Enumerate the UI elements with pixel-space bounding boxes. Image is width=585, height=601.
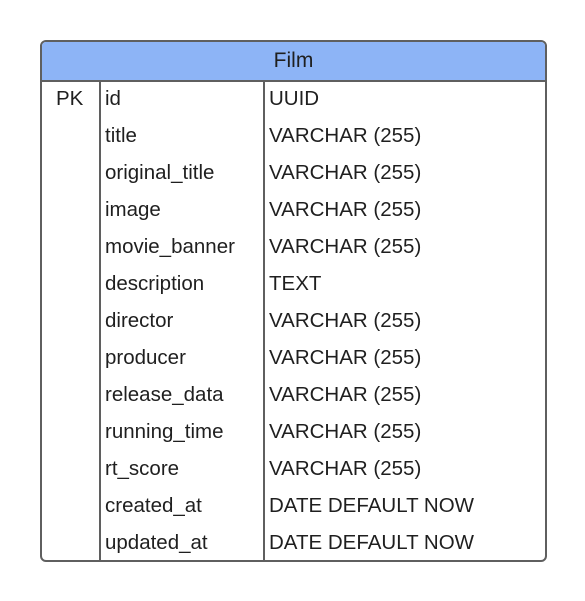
- field-row[interactable]: rt_score VARCHAR (255): [42, 452, 545, 489]
- field-type: UUID: [269, 87, 320, 110]
- entity-table-film[interactable]: Film PK id UUID title VARCHAR (255) orig…: [40, 40, 547, 562]
- field-name: original_title: [105, 161, 215, 184]
- field-name: title: [105, 124, 137, 147]
- type-column-divider: [263, 82, 265, 560]
- field-row[interactable]: running_time VARCHAR (255): [42, 415, 545, 452]
- field-type: VARCHAR (255): [269, 124, 422, 147]
- field-row[interactable]: updated_at DATE DEFAULT NOW: [42, 526, 545, 560]
- field-row[interactable]: release_data VARCHAR (255): [42, 378, 545, 415]
- field-type: VARCHAR (255): [269, 235, 422, 258]
- field-row[interactable]: PK id UUID: [42, 82, 545, 119]
- field-row[interactable]: producer VARCHAR (255): [42, 341, 545, 378]
- field-type: VARCHAR (255): [269, 420, 422, 443]
- field-name: running_time: [105, 420, 224, 443]
- field-list: PK id UUID title VARCHAR (255) original_…: [42, 82, 545, 560]
- field-type: DATE DEFAULT NOW: [269, 531, 475, 554]
- field-row[interactable]: director VARCHAR (255): [42, 304, 545, 341]
- field-name: image: [105, 198, 161, 221]
- field-row[interactable]: image VARCHAR (255): [42, 193, 545, 230]
- field-type: VARCHAR (255): [269, 198, 422, 221]
- field-name: producer: [105, 346, 186, 369]
- field-name: created_at: [105, 494, 202, 517]
- field-type: VARCHAR (255): [269, 383, 422, 406]
- field-name: rt_score: [105, 457, 180, 480]
- field-key: PK: [56, 87, 84, 110]
- entity-title: Film: [42, 42, 545, 82]
- key-column-divider: [99, 82, 101, 560]
- field-row[interactable]: description TEXT: [42, 267, 545, 304]
- field-row[interactable]: title VARCHAR (255): [42, 119, 545, 156]
- field-name: movie_banner: [105, 235, 235, 258]
- field-type: VARCHAR (255): [269, 309, 422, 332]
- field-name: updated_at: [105, 531, 208, 554]
- field-name: description: [105, 272, 205, 295]
- field-row[interactable]: original_title VARCHAR (255): [42, 156, 545, 193]
- field-name: id: [105, 87, 121, 110]
- field-type: DATE DEFAULT NOW: [269, 494, 475, 517]
- field-row[interactable]: movie_banner VARCHAR (255): [42, 230, 545, 267]
- field-type: VARCHAR (255): [269, 457, 422, 480]
- field-type: VARCHAR (255): [269, 346, 422, 369]
- field-row[interactable]: created_at DATE DEFAULT NOW: [42, 489, 545, 526]
- field-type: TEXT: [269, 272, 322, 295]
- field-name: director: [105, 309, 174, 332]
- field-name: release_data: [105, 383, 224, 406]
- field-type: VARCHAR (255): [269, 161, 422, 184]
